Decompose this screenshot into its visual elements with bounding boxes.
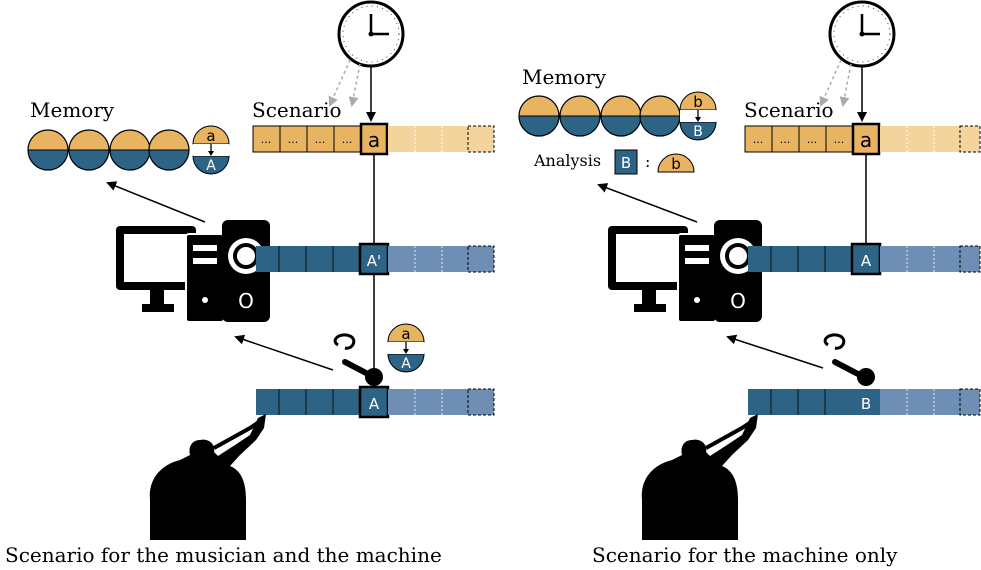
scenario-cell: ... xyxy=(288,133,299,146)
machine-track: A' xyxy=(256,242,495,276)
scenario-cell: ... xyxy=(834,133,845,146)
svg-text:b: b xyxy=(693,93,703,111)
trumpet-player-icon xyxy=(149,414,266,540)
scenario-track: ... ... ... ... a xyxy=(252,122,495,156)
scenario-cell: ... xyxy=(753,133,764,146)
svg-text:a: a xyxy=(206,127,215,145)
musician-track: B xyxy=(748,388,981,416)
left-panel: Scenario ... ... ... ... a Memory xyxy=(5,0,495,567)
scenario-current: a xyxy=(860,128,872,152)
scenario-label: Scenario xyxy=(744,98,834,122)
musician-current: B xyxy=(861,395,871,413)
memory-circles: b B xyxy=(518,91,717,141)
computer-icon xyxy=(608,226,717,323)
svg-text:B: B xyxy=(693,124,703,140)
scenario-cell: ... xyxy=(807,133,818,146)
analysis-row: Analysis B : b xyxy=(533,149,695,175)
memory-label: Memory xyxy=(522,65,607,89)
svg-text:A: A xyxy=(401,356,411,372)
microphone-icon xyxy=(333,333,383,386)
mic-item: a A xyxy=(387,323,425,373)
speaker-icon: O xyxy=(222,220,270,322)
svg-text:A: A xyxy=(206,158,216,174)
analysis-colon: : xyxy=(645,152,650,171)
analysis-box: B xyxy=(621,154,631,172)
analysis-label: Analysis xyxy=(533,151,601,170)
machine-current: A' xyxy=(367,252,381,270)
clock-icon xyxy=(337,0,405,68)
right-panel: Scenario ... ... ... ... a Memory xyxy=(518,0,981,567)
scenario-current: a xyxy=(368,128,380,152)
speaker-icon: O xyxy=(714,220,762,322)
analysis-half: b xyxy=(671,155,681,173)
memory-item: a A xyxy=(192,125,230,175)
machine-track: A xyxy=(748,242,981,276)
speaker-label: O xyxy=(730,289,746,313)
scenario-cell: ... xyxy=(315,133,326,146)
microphone-icon xyxy=(823,333,875,386)
memory-label: Memory xyxy=(30,98,115,122)
svg-text:a: a xyxy=(401,325,410,343)
caption: Scenario for the machine only xyxy=(592,543,898,567)
musician-current: A xyxy=(369,395,380,413)
scenario-cell: ... xyxy=(261,133,272,146)
scenario-cell: ... xyxy=(342,133,353,146)
clock-icon xyxy=(828,0,896,68)
scenario-label: Scenario xyxy=(252,98,342,122)
caption: Scenario for the musician and the machin… xyxy=(5,543,442,567)
memory-item: b B xyxy=(679,91,717,141)
computer-icon xyxy=(116,226,225,323)
scenario-track: ... ... ... ... a xyxy=(744,122,981,156)
memory-circles: a A xyxy=(27,125,230,175)
trumpet-player-icon xyxy=(641,414,758,540)
machine-current: A xyxy=(861,252,872,270)
speaker-label: O xyxy=(238,289,254,313)
scenario-cell: ... xyxy=(780,133,791,146)
musician-track: A xyxy=(256,385,495,419)
